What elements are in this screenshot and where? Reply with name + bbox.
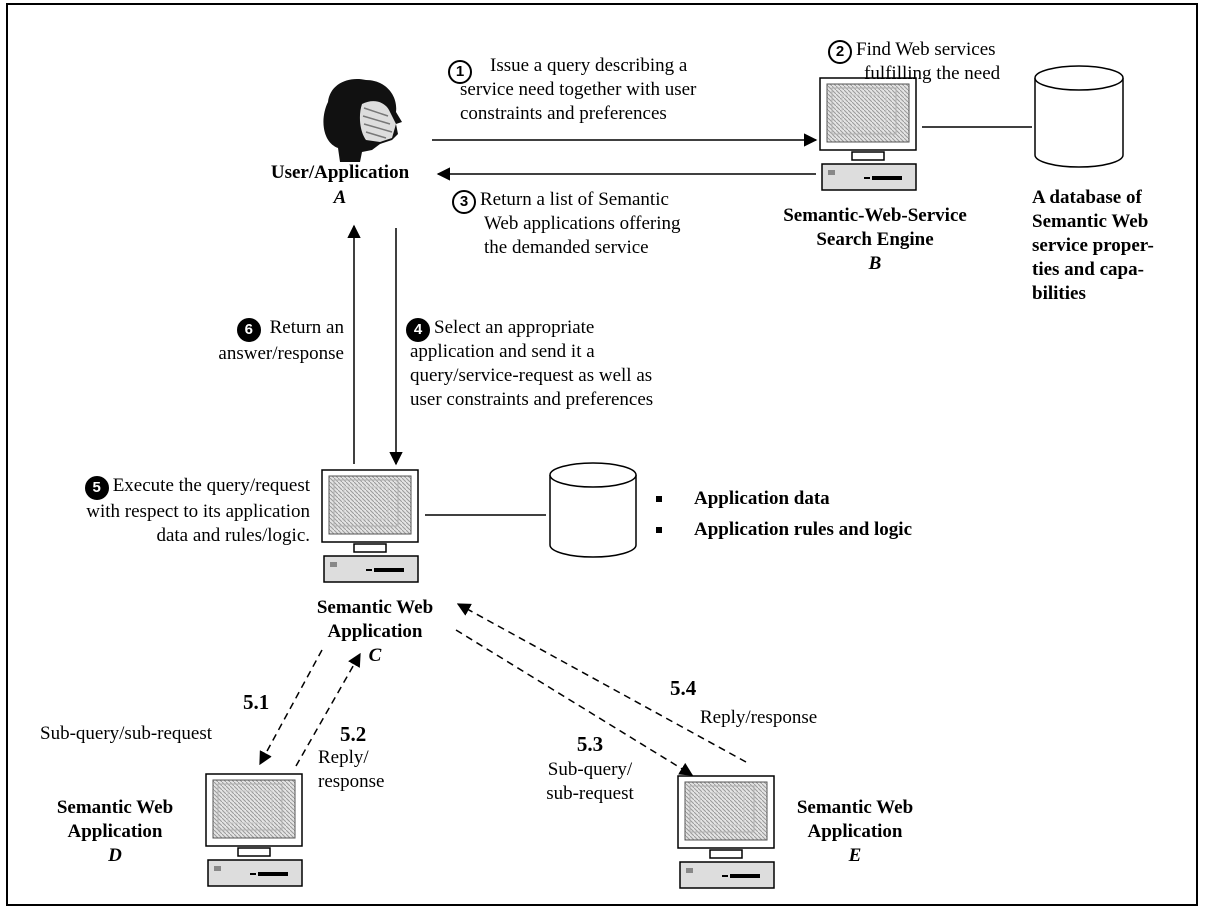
app-e-letter: E [848,845,862,866]
step-6-line: answer/response [218,343,344,364]
app-rules-item: Application rules and logic [694,519,912,540]
step-5-3-text: Sub-query/ sub-request [520,758,660,806]
app-c-title-line: Application [327,621,423,642]
step-1-marker: 1 [448,60,472,84]
app-d-title-line: Semantic Web [56,797,174,818]
step-5-2-line: Reply/ [318,747,369,768]
step-5-line: with respect to its application [86,501,310,522]
step-4-marker: 4 [406,318,430,342]
diagram-frame [6,3,1198,906]
step-1-text: Issue a query describing a [490,54,687,78]
search-engine-title-line: Semantic-Web-Service [783,205,967,226]
database-caption-line: A database of [1032,187,1142,208]
step-4-line: query/service-request as well as [410,365,653,386]
step-5-4-number: 5.4 [670,676,697,700]
service-database-icon [1034,65,1124,168]
step-5-2-text: Reply/ response [318,746,384,794]
bullet-icon [656,527,662,533]
app-e-computer-icon [676,774,776,890]
step-2-line: fulfilling the need [864,63,1001,84]
search-engine-title: Semantic-Web-Service Search Engine B [750,204,1000,276]
step-1-line: service need together with user [460,79,697,100]
app-d-title: Semantic Web Application D [30,796,200,868]
bullet-icon [656,496,662,502]
application-database-icon [549,462,637,558]
step-3-line: the demanded service [484,237,649,258]
app-c-title-line: Semantic Web [316,597,434,618]
search-engine-computer-icon [818,76,918,192]
step-6-marker: 6 [236,318,261,342]
user-letter: A [333,187,347,208]
step-5-1-text: Sub-query/sub-request [40,723,213,744]
step-5-2-line: response [318,771,385,792]
app-d-letter: D [108,845,122,866]
database-caption-line: ties and capa- [1032,259,1144,280]
search-engine-title-line: Search Engine [816,229,934,250]
database-caption-line: Semantic Web [1032,211,1149,232]
step-6-text: 6 Return an answer/response [170,316,344,366]
app-c-title: Semantic Web Application C [260,596,490,668]
step-3-text-cont: Web applications offering the demanded s… [484,212,681,260]
step-5-3-number: 5.3 [576,732,604,756]
arrow-step-5-3 [455,629,694,776]
step-4-line: application and send it a [410,341,595,362]
app-c-computer-icon [320,468,420,584]
step-2-marker: 2 [828,40,852,64]
step-3-line: Return a list of Semantic [480,189,669,210]
app-d-computer-icon [204,772,304,888]
step-5-3-line: sub-request [546,783,634,804]
step-5-line: Execute the query/request [112,475,310,496]
step-3-marker: 3 [452,190,476,214]
user-figure-icon [323,78,402,162]
arrow-step-5-1 [259,649,323,766]
search-engine-letter: B [868,253,882,274]
database-caption-line: bilities [1032,283,1086,304]
step-5-2-number: 5.2 [340,722,367,746]
app-d-title-line: Application [67,821,163,842]
step-6-line: Return an [269,317,344,338]
app-e-title: Semantic Web Application E [770,796,940,868]
step-5-4-text: Reply/response [700,707,818,728]
step-1-line: constraints and preferences [460,103,667,124]
user-title: User/Application [270,162,410,183]
app-e-title-line: Application [807,821,903,842]
step-2-line: Find Web services [856,39,996,60]
step-1-text-cont: service need together with user constrai… [460,78,696,126]
step-5-3-line: Sub-query/ [547,759,633,780]
step-2-text-cont: fulfilling the need [864,62,1000,86]
app-c-letter: C [368,645,382,666]
step-1-line: Issue a query describing a [490,55,688,76]
app-data-item: Application data [694,488,830,509]
step-5-marker: 5 [84,476,109,500]
step-4-line: user constraints and preferences [410,389,654,410]
step-4-text-cont: application and send it a query/service-… [410,340,653,412]
database-caption: A database of Semantic Web service prope… [1032,186,1154,306]
step-4-line: Select an appropriate [434,317,595,338]
arrow-step-5-2 [295,652,361,767]
step-1-label: 1 [448,58,476,84]
step-5-1-number: 5.1 [243,690,270,714]
step-3-line: Web applications offering [484,213,681,234]
arrow-step-5-4 [456,603,747,763]
database-caption-line: service proper- [1032,235,1154,256]
step-5-line: data and rules/logic. [156,525,310,546]
app-e-title-line: Semantic Web [796,797,914,818]
